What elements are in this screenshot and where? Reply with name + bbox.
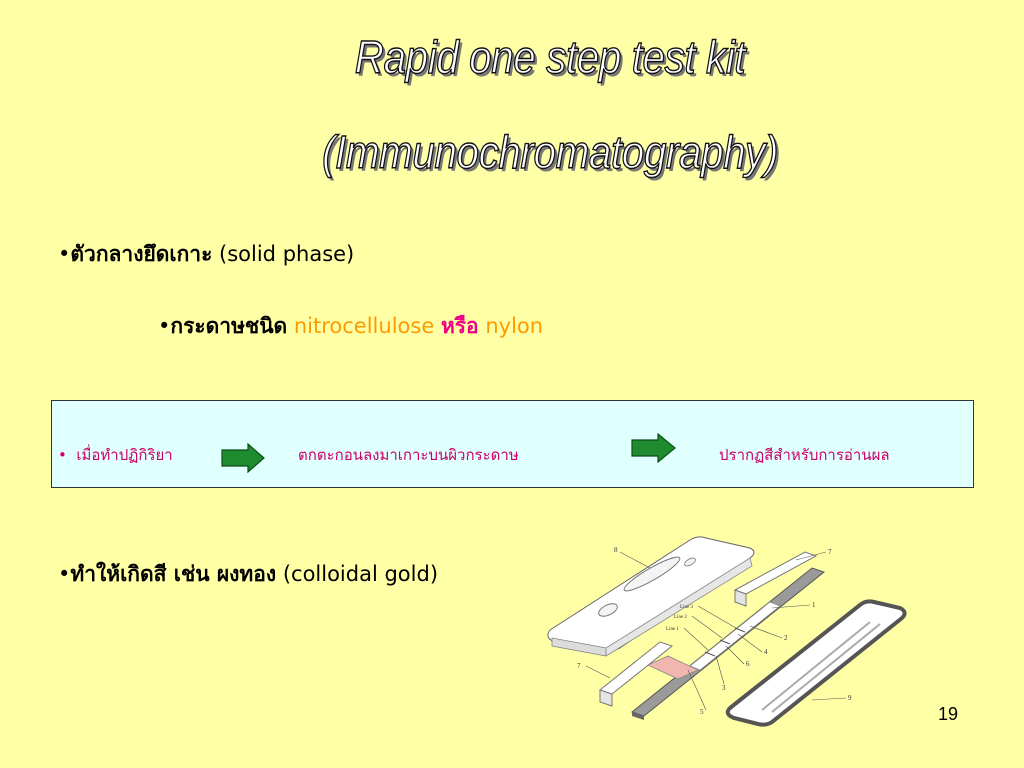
bullet-paper-type-thai: กระดาษชนิด (170, 314, 288, 338)
diagram-line3-label: Line 3 (680, 605, 693, 610)
test-strip-diagram: 8 7 1 2 4 6 3 7 5 9 Line 3 Line 2 Line 1 (547, 536, 907, 727)
process-step-precipitate: ตกตะกอนลงมาเกาะบนผิวกระดาษ (298, 446, 519, 464)
bullet-paper-nylon: nylon (478, 314, 544, 338)
bullet-paper-type: •กระดาษชนิด nitrocellulose หรือ nylon (158, 314, 544, 338)
slide-title-line2: (Immunochromatography) (321, 125, 779, 178)
process-box: • เมื่อทำปฏิกิริยา ตกตะกอนลงมาเกาะบนผิวก… (51, 400, 974, 488)
pad-lower (598, 641, 699, 707)
diagram-line1-label: Line 1 (666, 627, 679, 632)
diagram-label-4: 4 (764, 648, 768, 656)
bullet-paper-or: หรือ (440, 314, 479, 338)
diagram-label-2: 2 (784, 634, 788, 642)
diagram-leader-lines (585, 551, 847, 711)
diagram-labels: 8 7 1 2 4 6 3 7 5 9 Line 3 Line 2 Line 1 (577, 546, 852, 716)
process-step-color: ปรากฏสีสำหรับการอ่านผล (719, 446, 890, 464)
right-arrow-icon (221, 443, 265, 473)
tray (725, 599, 907, 727)
right-arrow-icon (631, 433, 676, 463)
membrane (689, 601, 781, 671)
housing-cover (547, 536, 755, 657)
diagram-line2-label: Line 2 (674, 615, 687, 620)
bullet-colloidal-gold: •ทำให้เกิดสี เช่น ผงทอง (colloidal gold) (58, 562, 439, 586)
diagram-label-6: 6 (746, 660, 750, 668)
bullet-colloidal-gold-thai: ทำให้เกิดสี เช่น ผงทอง (70, 562, 277, 586)
bullet-solid-phase: •ตัวกลางยึดเกาะ (solid phase) (58, 242, 355, 266)
diagram-label-3: 3 (722, 684, 726, 692)
slide-title-line1: Rapid one step test kit (354, 30, 746, 83)
page-number: 19 (938, 704, 959, 724)
diagram-label-9: 9 (848, 694, 852, 702)
bullet-colloidal-gold-english: (colloidal gold) (276, 562, 439, 586)
diagram-label-1: 1 (812, 601, 816, 609)
bullet-solid-phase-english: (solid phase) (212, 242, 355, 266)
diagram-label-7-top: 7 (828, 548, 832, 556)
diagram-label-5: 5 (700, 708, 704, 716)
diagram-label-8: 8 (614, 546, 618, 554)
process-step-reaction: • เมื่อทำปฏิกิริยา (58, 446, 173, 464)
bullet-solid-phase-thai: ตัวกลางยึดเกาะ (70, 242, 213, 266)
process-step-reaction-text: เมื่อทำปฏิกิริยา (76, 446, 173, 464)
diagram-label-7-bottom: 7 (577, 662, 581, 670)
pad-upper (733, 551, 818, 607)
bullet-paper-nitrocellulose: nitrocellulose (287, 314, 441, 338)
